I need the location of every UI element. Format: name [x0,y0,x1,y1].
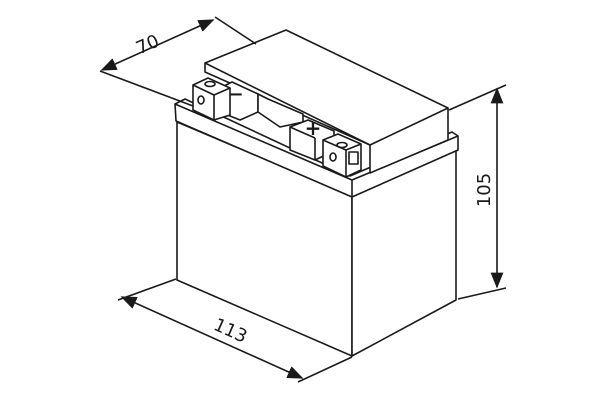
positive-sign: + [305,116,322,140]
height-label: 105 [474,173,495,207]
negative-terminal: − [192,77,304,128]
negative-sign: − [228,84,243,105]
width-label: 70 [133,31,162,60]
length-label: 113 [210,314,250,347]
positive-terminal: + [289,116,362,178]
dimension-height: 105 [448,84,507,300]
